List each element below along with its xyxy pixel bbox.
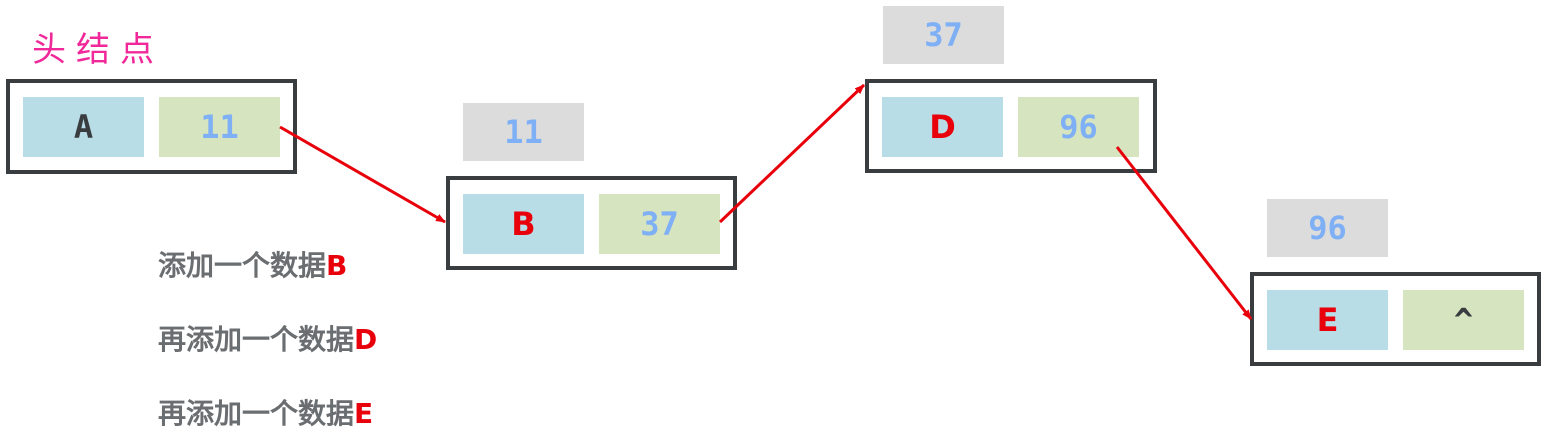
arrow-a-to-b: [279, 125, 446, 224]
arrow-d-to-e: [1115, 146, 1253, 320]
node-d: D 96: [865, 79, 1157, 173]
node-a-next: 11: [159, 97, 280, 157]
head-node-label: 头结点: [32, 30, 164, 70]
node-b: B 37: [446, 176, 737, 270]
caption-text: 添加一个数据: [158, 249, 327, 282]
node-b-address: 11: [463, 103, 584, 161]
arrow-b-to-d: [718, 83, 866, 224]
node-e-next: ^: [1403, 290, 1524, 350]
caption-text: 再添加一个数据: [158, 323, 355, 356]
node-e-data: E: [1267, 290, 1388, 350]
caption-highlight: B: [326, 249, 348, 282]
caption-add-b: 添加一个数据B: [158, 244, 347, 284]
node-e-address: 96: [1267, 199, 1388, 257]
node-b-next: 37: [599, 194, 720, 254]
node-a-data: A: [23, 97, 144, 157]
node-b-data: B: [463, 194, 584, 254]
caption-highlight: E: [354, 397, 374, 430]
caption-highlight: D: [354, 323, 378, 356]
node-a: A 11: [6, 79, 297, 174]
node-d-address: 37: [883, 6, 1004, 64]
node-d-data: D: [882, 97, 1003, 157]
node-e: E ^: [1250, 272, 1541, 366]
caption-add-d: 再添加一个数据D: [158, 318, 377, 358]
caption-text: 再添加一个数据: [158, 397, 355, 430]
caption-add-e: 再添加一个数据E: [158, 392, 373, 432]
